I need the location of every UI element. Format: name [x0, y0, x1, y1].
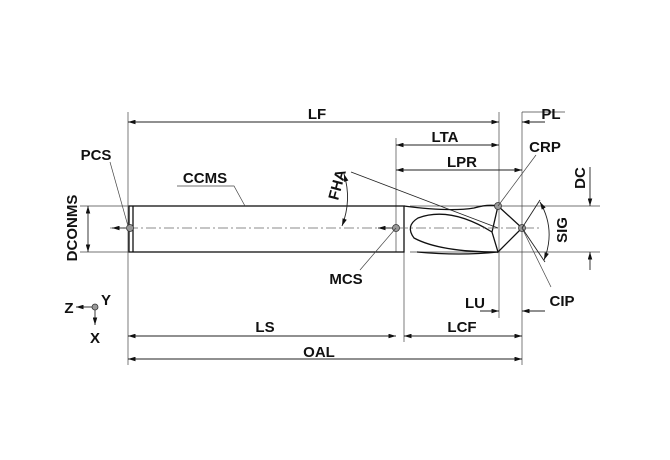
- dimension-lines: [85, 119, 593, 362]
- axis-y: Y: [101, 292, 111, 309]
- leader-lines: [109, 154, 552, 288]
- label-oal: OAL: [303, 344, 335, 361]
- label-crp: CRP: [529, 139, 561, 156]
- label-ls: LS: [255, 319, 274, 336]
- label-dc: DC: [572, 167, 589, 189]
- label-lcf: LCF: [447, 319, 476, 336]
- label-lu: LU: [465, 295, 485, 312]
- label-mcs: MCS: [329, 271, 362, 288]
- label-sig: SIG: [554, 217, 571, 243]
- drill-body: [110, 204, 540, 255]
- label-fha: FHA: [325, 168, 349, 202]
- label-dconms: DCONMS: [64, 195, 81, 262]
- extension-lines: [80, 111, 600, 365]
- label-lta: LTA: [432, 129, 459, 146]
- label-lpr: LPR: [447, 154, 477, 171]
- axis-z: Z: [64, 300, 73, 317]
- coordinate-axes: Z Y X: [64, 292, 111, 347]
- label-ccms: CCMS: [183, 170, 227, 187]
- axis-x: X: [90, 330, 100, 347]
- label-cip: CIP: [549, 293, 574, 310]
- label-pl: PL: [541, 106, 560, 123]
- pcs-point: [126, 224, 134, 232]
- label-lf: LF: [308, 106, 326, 123]
- label-pcs: PCS: [81, 147, 112, 164]
